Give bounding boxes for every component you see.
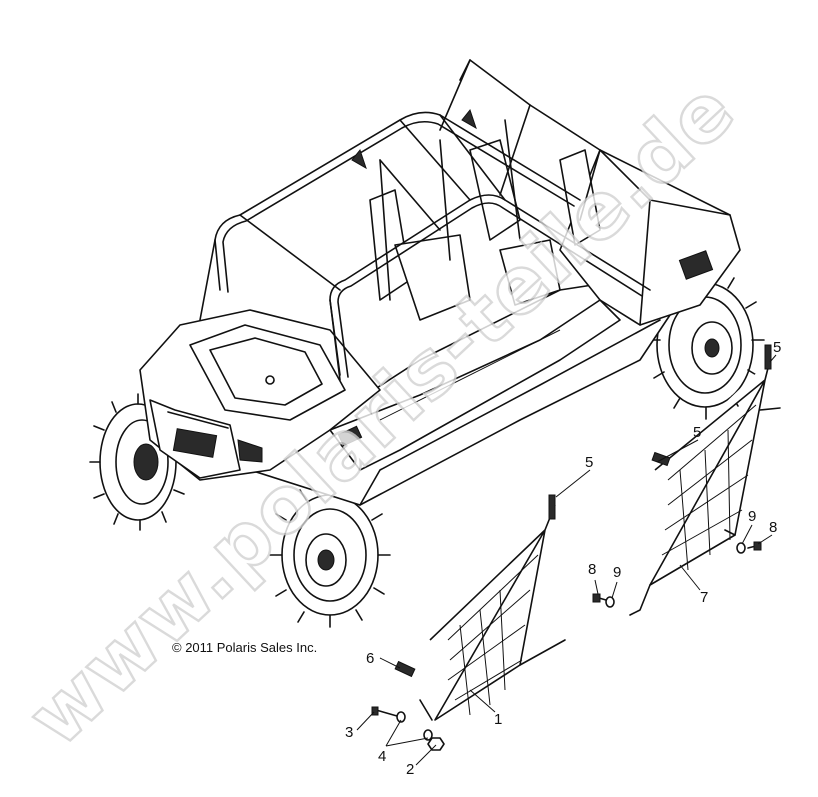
callout-5: 5 (693, 424, 701, 441)
callout-7: 7 (700, 589, 708, 606)
callout-5: 5 (773, 339, 781, 356)
callout-8: 8 (588, 561, 596, 578)
part-1-door-net (394, 494, 566, 721)
callout-6: 6 (366, 650, 374, 667)
callout-4: 4 (378, 748, 386, 765)
callout-3: 3 (345, 724, 353, 741)
callout-9: 9 (613, 564, 621, 581)
callout-8: 8 (769, 519, 777, 536)
callout-9: 9 (748, 508, 756, 525)
callout-5: 5 (585, 454, 593, 471)
leader-lines (356, 354, 777, 766)
vehicle-illustration (89, 59, 765, 628)
part-7-door-net (629, 344, 781, 616)
callout-2: 2 (406, 761, 414, 778)
rear-wheel (647, 270, 765, 420)
copyright-text: © 2011 Polaris Sales Inc. (172, 640, 317, 655)
roll-cage (199, 59, 651, 381)
callout-1: 1 (494, 711, 502, 728)
callouts: 5 5 5 6 1 3 4 2 7 8 9 9 8 (345, 339, 781, 778)
hardware (371, 541, 762, 751)
